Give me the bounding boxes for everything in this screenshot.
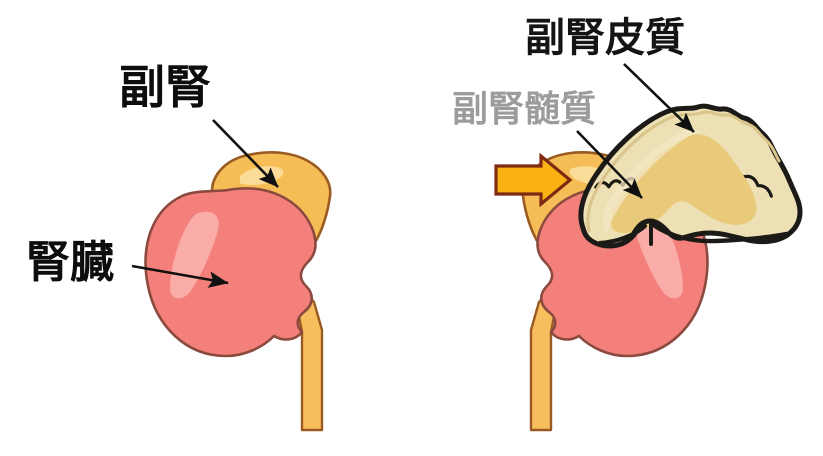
label-kidney: 腎臓 bbox=[26, 237, 114, 288]
pointer-adrenal-medulla bbox=[576, 130, 643, 199]
label-adrenal-gland: 副腎 bbox=[119, 60, 211, 114]
pointer-kidney bbox=[131, 264, 229, 288]
adrenal-cross-section bbox=[578, 103, 803, 249]
left-kidney-group bbox=[144, 151, 332, 432]
cortex-inner-line bbox=[586, 110, 781, 233]
label-adrenal-medulla: 副腎髄質 bbox=[452, 89, 597, 130]
lower-wing-line bbox=[652, 223, 789, 244]
left-kidney-highlight bbox=[170, 211, 219, 299]
label-adrenal-cortex: 副腎皮質 bbox=[525, 15, 685, 61]
medulla-region bbox=[610, 134, 757, 234]
pointer-adrenal-cortex bbox=[623, 63, 695, 133]
transition-block-arrow bbox=[494, 152, 573, 208]
right-kidney-highlight bbox=[634, 211, 683, 299]
pointer-adrenal-gland bbox=[212, 119, 279, 188]
lower-left-wing-line bbox=[597, 223, 648, 246]
